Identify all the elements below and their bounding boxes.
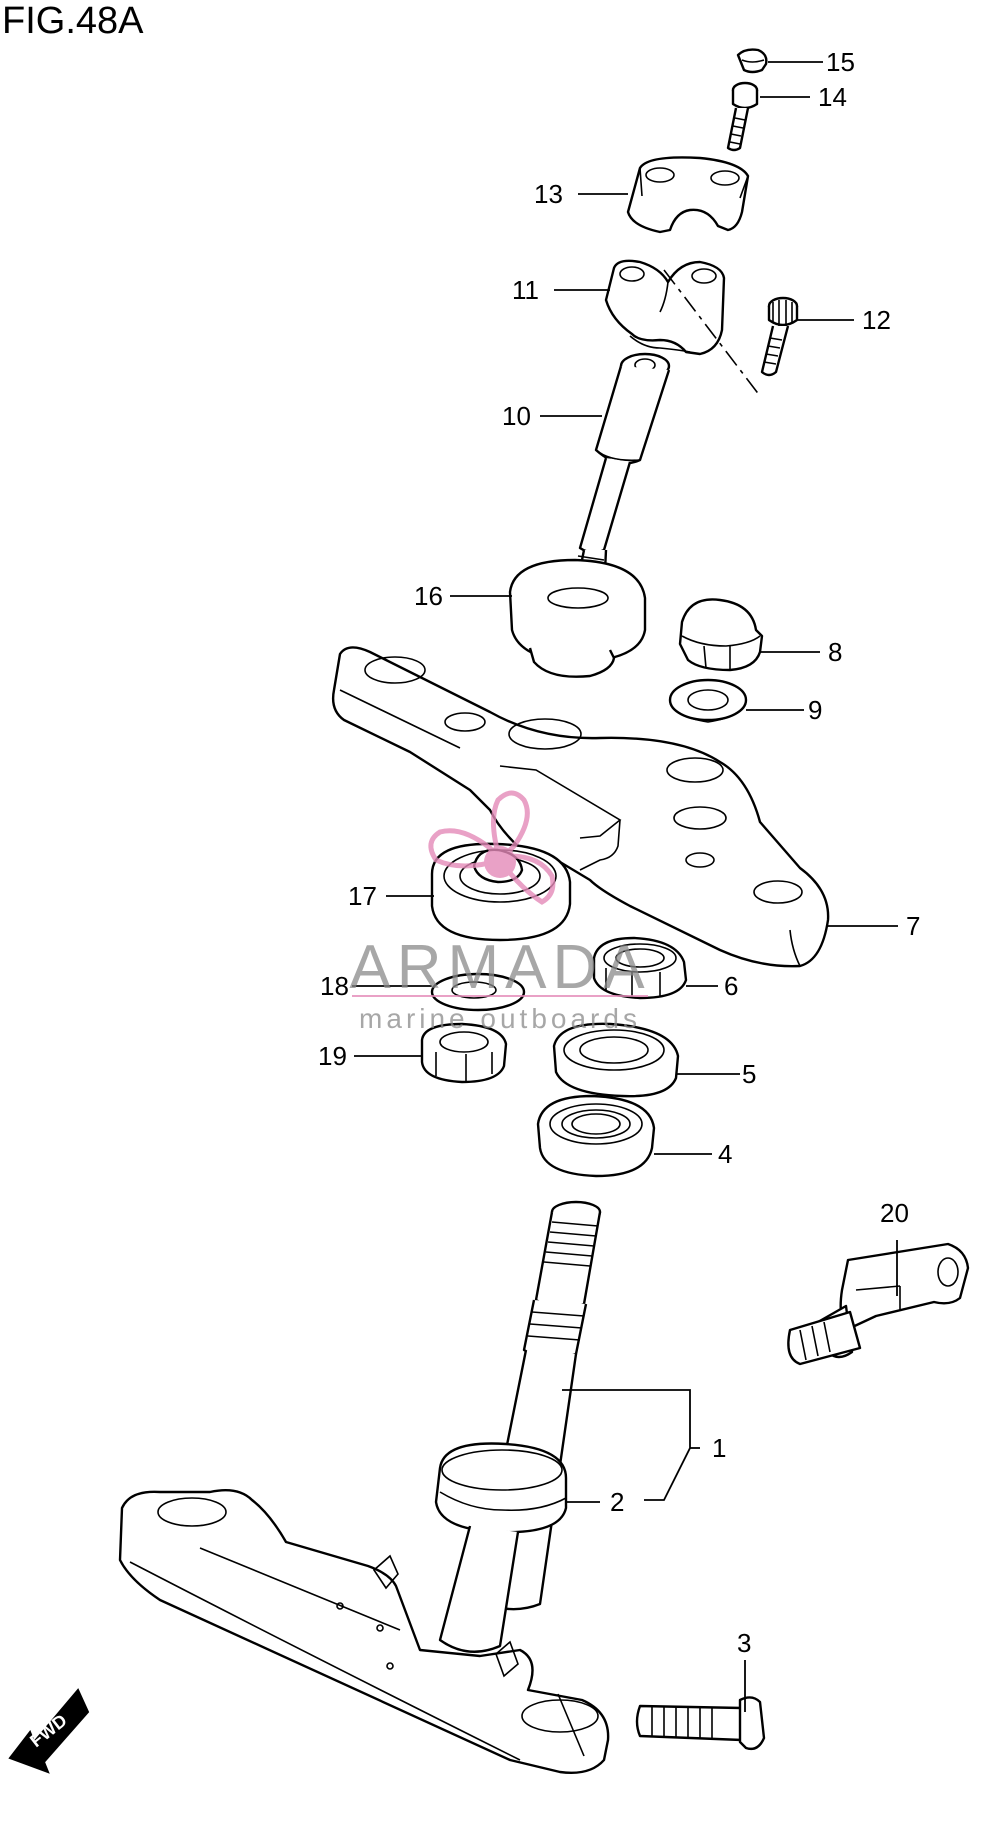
callout-6: 6 <box>724 971 738 1001</box>
figure-title: FIG.48A <box>2 0 144 42</box>
part-4-bearing <box>536 1094 656 1178</box>
callout-labels: 15 14 13 11 12 10 16 8 9 7 17 6 18 19 5 … <box>318 47 920 1658</box>
part-18-washer <box>430 972 526 1012</box>
forward-arrow-icon: FWD <box>8 1688 90 1774</box>
watermark: ARMADA marine outboards <box>349 790 650 1034</box>
part-20-switch <box>787 1242 970 1366</box>
part-14-bolt <box>726 81 759 152</box>
propeller-logo-icon <box>428 790 556 905</box>
callout-3: 3 <box>737 1628 751 1658</box>
callout-1: 1 <box>712 1433 726 1463</box>
callout-10: 10 <box>502 401 531 431</box>
part-16-washer <box>508 558 647 678</box>
callout-16: 16 <box>414 581 443 611</box>
callout-8: 8 <box>828 637 842 667</box>
callout-19: 19 <box>318 1041 347 1071</box>
callout-11: 11 <box>512 275 539 305</box>
callout-20: 20 <box>880 1198 909 1228</box>
part-3-bolt <box>635 1696 766 1751</box>
part-12-bolt <box>760 296 799 377</box>
part-15-cap <box>736 48 768 74</box>
part-9-washer <box>668 678 748 723</box>
callout-18: 18 <box>320 971 349 1001</box>
part-6-nut <box>592 936 688 1000</box>
watermark-brand: ARMADA <box>349 933 650 1002</box>
callout-17: 17 <box>348 881 377 911</box>
part-1-steering-stem <box>118 1200 610 1774</box>
callout-5: 5 <box>742 1059 756 1089</box>
part-7-upper-bracket <box>331 646 830 968</box>
callout-15: 15 <box>826 47 855 77</box>
callout-9: 9 <box>808 695 822 725</box>
watermark-tagline: marine outboards <box>359 1003 641 1034</box>
callout-4: 4 <box>718 1139 732 1169</box>
callout-12: 12 <box>862 305 891 335</box>
part-8-cap-nut <box>678 598 764 672</box>
part-19-nut <box>420 1022 508 1084</box>
part-10-spacer <box>574 352 671 597</box>
part-5-dust-seal <box>552 1022 680 1098</box>
callout-13: 13 <box>534 179 563 209</box>
part-11-lower-holder <box>604 259 726 356</box>
alignment-line <box>663 269 761 397</box>
leader-lines <box>352 61 898 1712</box>
part-13-upper-clamp <box>626 156 750 234</box>
callout-7: 7 <box>906 911 920 941</box>
callout-2: 2 <box>610 1487 624 1517</box>
callout-14: 14 <box>818 82 847 112</box>
